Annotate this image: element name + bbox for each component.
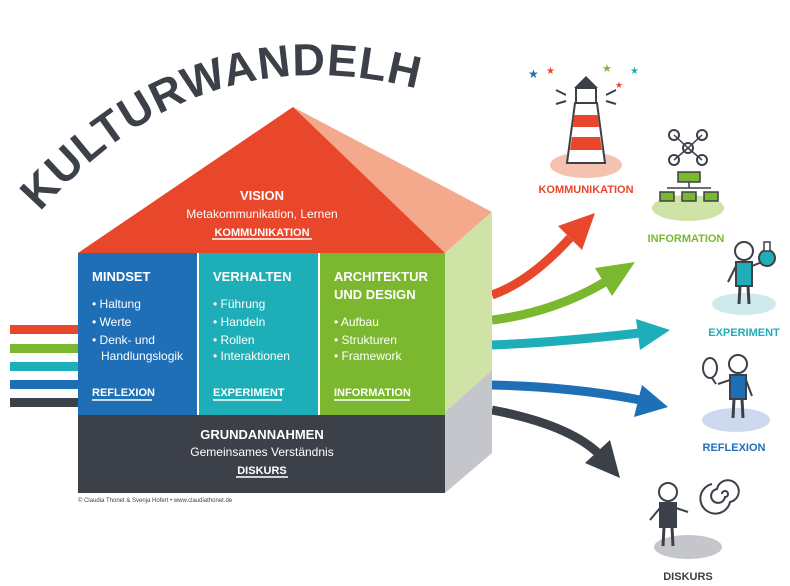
- arrow-reflexion: [492, 385, 640, 400]
- svg-text:• Aufbau: • Aufbau: [334, 315, 379, 329]
- column-mindset-heading: MINDSET: [92, 269, 151, 284]
- arrow-kommunikation: [492, 238, 570, 295]
- roof-heading: VISION: [240, 188, 284, 203]
- person-with-mirror-icon: [702, 355, 770, 432]
- incoming-stripes: [10, 325, 78, 407]
- column-verhalten-heading: VERHALTEN: [213, 269, 291, 284]
- lighthouse-icon: ★ ★ ★ ★ ★: [528, 63, 639, 178]
- column-mindset-link: REFLEXION: [92, 387, 155, 399]
- svg-text:Handlungslogik: Handlungslogik: [101, 349, 184, 363]
- person-with-flask-icon: [712, 242, 776, 315]
- outcome-label-kommunikation: KOMMUNIKATION: [538, 184, 633, 196]
- svg-text:• Handeln: • Handeln: [213, 315, 265, 329]
- person-with-spiral-icon: [650, 480, 739, 559]
- svg-text:• Rollen: • Rollen: [213, 333, 255, 347]
- outcome-label-information: INFORMATION: [648, 233, 725, 245]
- arrow-diskurs: [492, 410, 600, 455]
- svg-text:★: ★: [546, 66, 555, 77]
- outcome-label-reflexion: REFLEXION: [703, 442, 766, 454]
- foundation-link: DISKURS: [237, 465, 287, 477]
- roof-link: KOMMUNIKATION: [214, 227, 309, 239]
- column-architektur-link: INFORMATION: [334, 387, 411, 399]
- svg-text:★: ★: [630, 66, 639, 77]
- svg-text:★: ★: [528, 67, 539, 81]
- credit-line: © Claudia Thonet & Svenja Hofert • www.c…: [78, 497, 233, 504]
- outcome-label-diskurs: DISKURS: [663, 571, 713, 583]
- outgoing-arrows: [492, 213, 670, 478]
- svg-text:• Denk- und: • Denk- und: [92, 333, 155, 347]
- foundation-heading: GRUNDANNAHMEN: [200, 427, 324, 442]
- arrow-experiment: [492, 333, 640, 345]
- svg-text:• Werte: • Werte: [92, 315, 132, 329]
- svg-text:• Strukturen: • Strukturen: [334, 333, 397, 347]
- svg-text:• Führung: • Führung: [213, 297, 265, 311]
- svg-text:• Framework: • Framework: [334, 349, 403, 363]
- foundation-subtitle: Gemeinsames Verständnis: [190, 445, 333, 459]
- svg-text:• Interaktionen: • Interaktionen: [213, 349, 290, 363]
- svg-text:★: ★: [615, 80, 623, 90]
- svg-text:• Haltung: • Haltung: [92, 297, 141, 311]
- svg-text:★: ★: [602, 63, 612, 75]
- roof-subtitle: Metakommunikation, Lernen: [186, 207, 337, 221]
- outcome-label-experiment: EXPERIMENT: [708, 327, 780, 339]
- org-chart-icon: [652, 130, 724, 221]
- column-verhalten-link: EXPERIMENT: [213, 387, 285, 399]
